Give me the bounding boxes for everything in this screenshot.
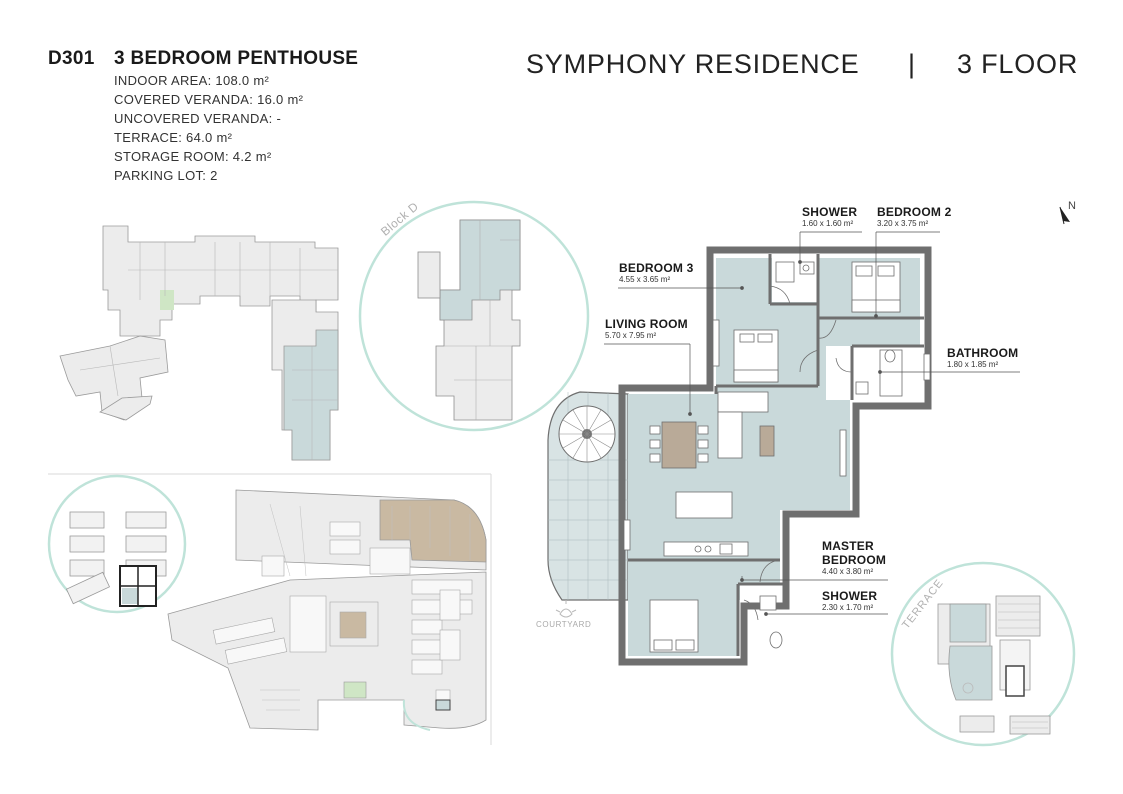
spec-uncovered-veranda: UNCOVERED VERANDA: - <box>114 111 282 126</box>
spec-indoor-area: INDOOR AREA: 108.0 m² <box>114 73 270 88</box>
project-name: SYMPHONY RESIDENCE <box>526 49 860 79</box>
room-dimensions: 4.40 x 3.80 m² <box>822 567 874 576</box>
room-name: MASTER <box>822 539 874 553</box>
room-label-shower-1: SHOWER 1.60 x 1.60 m² <box>802 205 857 228</box>
courtyard-icon <box>555 600 577 618</box>
room-name: SHOWER <box>822 589 878 603</box>
north-label: N <box>1068 200 1076 212</box>
room-name: SHOWER <box>802 205 858 219</box>
room-dimensions: 1.80 x 1.85 m² <box>947 360 999 369</box>
room-dimensions: 1.60 x 1.60 m² <box>802 219 854 228</box>
room-name: BATHROOM <box>947 346 1019 360</box>
spec-terrace: TERRACE: 64.0 m² <box>114 130 233 145</box>
building-footprint <box>59 225 339 461</box>
spec-storage-room: STORAGE ROOM: 4.2 m² <box>114 149 272 164</box>
courtyard-label: COURTYARD <box>536 620 592 629</box>
room-label-bathroom: BATHROOM 1.80 x 1.85 m² <box>947 346 1018 369</box>
spec-parking-lot: PARKING LOT: 2 <box>114 168 218 183</box>
room-label-master-bedroom: MASTER BEDROOM 4.40 x 3.80 m² <box>822 539 886 576</box>
floor-label: 3 FLOOR <box>957 49 1079 79</box>
terrace-zoom-circle <box>890 561 1076 747</box>
block-d-zoom-circle <box>358 200 590 432</box>
room-label-bedroom-3: BEDROOM 3 4.55 x 3.65 m² <box>619 261 693 284</box>
room-dimensions: 5.70 x 7.95 m² <box>605 331 657 340</box>
room-dimensions: 4.55 x 3.65 m² <box>619 275 671 284</box>
room-label-bedroom-2: BEDROOM 2 3.20 x 3.75 m² <box>877 205 951 228</box>
room-label-living-room: LIVING ROOM 5.70 x 7.95 m² <box>605 317 688 340</box>
spec-covered-veranda: COVERED VERANDA: 16.0 m² <box>114 92 304 107</box>
leader-lines <box>604 231 1020 616</box>
title-divider: | <box>908 49 916 79</box>
room-dimensions: 2.30 x 1.70 m² <box>822 603 874 612</box>
room-dimensions: 3.20 x 3.75 m² <box>877 219 929 228</box>
unit-code: D301 <box>48 48 95 69</box>
room-name-line-2: BEDROOM <box>822 553 887 567</box>
parking-zoom-circle <box>47 474 187 614</box>
room-name: BEDROOM 2 <box>877 205 952 219</box>
site-plan <box>167 489 487 731</box>
furniture <box>623 261 931 653</box>
unit-type: 3 BEDROOM PENTHOUSE <box>114 48 359 69</box>
spiral-stair <box>558 405 616 463</box>
room-name: BEDROOM 3 <box>619 261 694 275</box>
room-name: LIVING ROOM <box>605 317 688 331</box>
room-label-shower-2: SHOWER 2.30 x 1.70 m² <box>822 589 877 612</box>
north-arrow-icon <box>1059 206 1070 225</box>
floor-plan <box>547 246 932 666</box>
